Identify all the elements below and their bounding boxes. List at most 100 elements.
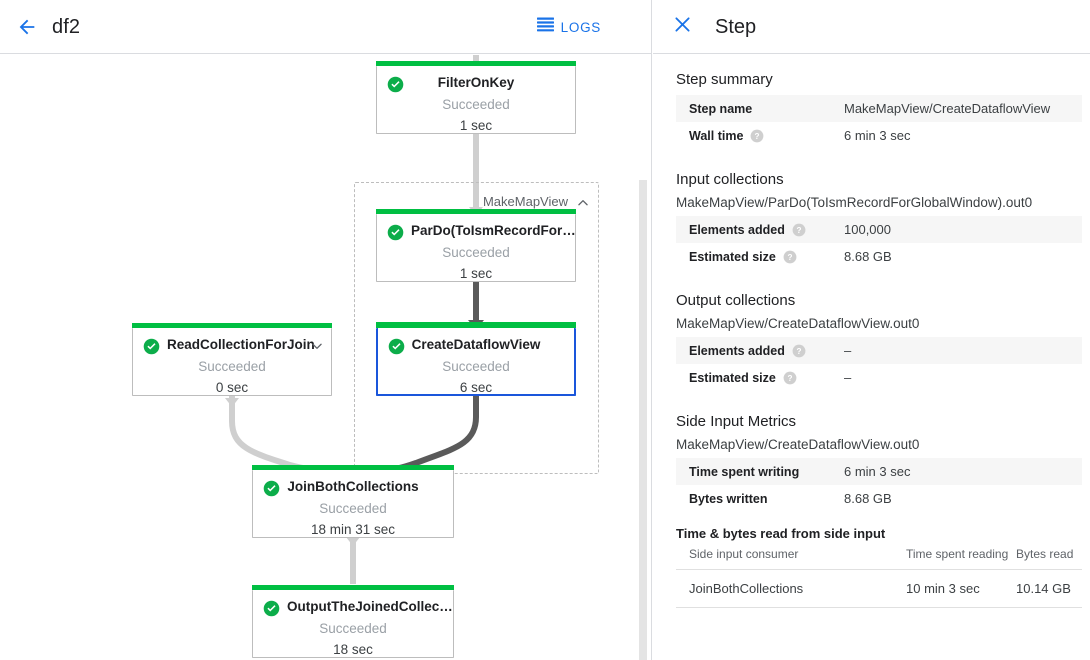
help-icon[interactable]: ? <box>783 250 797 264</box>
node-title: FilterOnKey <box>437 75 515 90</box>
check-circle-icon <box>388 338 405 355</box>
node-duration: 0 sec <box>215 380 249 395</box>
section-heading-step-summary: Step summary <box>676 71 773 88</box>
check-circle-icon <box>387 224 404 241</box>
node-duration: 6 sec <box>459 380 493 395</box>
arrow-left-icon <box>16 16 38 38</box>
node-duration: 1 sec <box>459 266 493 281</box>
table-header-row: Side input consumer Time spent reading B… <box>676 545 1082 570</box>
composite-step-makemapview[interactable]: MakeMapView <box>354 182 599 474</box>
help-icon[interactable]: ? <box>750 129 764 143</box>
node-status: Succeeded <box>442 359 510 374</box>
help-icon[interactable]: ? <box>783 371 797 385</box>
check-circle-icon <box>263 600 280 617</box>
column-header-bytes-read: Bytes read <box>1016 545 1082 570</box>
row-label-elements-added: Elements added? <box>676 216 844 243</box>
row-label-estimated-size: Estimated size? <box>676 364 844 391</box>
row-value-estimated-size: – <box>844 370 852 385</box>
cell-bytes-read: 10.14 GB <box>1016 569 1082 608</box>
column-header-side-input-consumer: Side input consumer <box>676 545 906 570</box>
panel-body: Step summary Step name MakeMapView/Creat… <box>653 55 1090 660</box>
row-value-step-name: MakeMapView/CreateDataflowView <box>844 101 1051 116</box>
table-row: Step name MakeMapView/CreateDataflowView <box>676 95 1082 122</box>
chevron-down-icon[interactable] <box>310 339 324 353</box>
graph-node-readcollectionforjoin[interactable]: ReadCollectionForJoin Succeeded 0 sec <box>132 323 332 396</box>
row-value-elements-added: 100,000 <box>844 222 891 237</box>
section-heading-output-collections: Output collections <box>676 292 796 309</box>
job-graph-pane: df2 LOGS <box>0 0 652 660</box>
section-heading-side-input-metrics: Side Input Metrics <box>676 413 797 430</box>
svg-text:?: ? <box>796 225 801 234</box>
chevron-up-icon[interactable] <box>576 196 590 210</box>
table-row: JoinBothCollections 10 min 3 sec 10.14 G… <box>676 569 1082 608</box>
row-label-wall-time: Wall time? <box>676 122 844 149</box>
graph-node-outputthejoinedcollection[interactable]: OutputTheJoinedCollec… Succeeded 18 sec <box>252 585 454 658</box>
column-header-time-spent-reading: Time spent reading <box>906 545 1016 570</box>
logs-button-label: LOGS <box>560 19 601 35</box>
table-row: Elements added? 100,000 <box>676 216 1082 243</box>
node-status-bar <box>376 61 576 66</box>
node-status-bar <box>252 465 454 470</box>
node-status: Succeeded <box>319 621 387 636</box>
logs-button[interactable]: LOGS <box>536 0 601 54</box>
node-title: JoinBothCollections <box>287 479 419 494</box>
svg-text:?: ? <box>787 252 792 261</box>
table-row: Estimated size? 8.68 GB <box>676 243 1082 270</box>
row-label-time-spent-writing: Time spent writing <box>689 464 800 479</box>
node-duration: 18 sec <box>333 642 373 657</box>
node-status: Succeeded <box>319 501 387 516</box>
help-icon[interactable]: ? <box>792 344 806 358</box>
panel-close-button[interactable] <box>663 8 701 46</box>
node-title: ParDo(ToIsmRecordFor… <box>411 223 575 238</box>
svg-text:?: ? <box>787 373 792 382</box>
step-details-panel: Step Step summary Step name MakeMapView/… <box>653 0 1090 660</box>
node-status-bar <box>376 209 576 214</box>
node-duration: 18 min 31 sec <box>310 522 396 537</box>
input-collection-name: MakeMapView/ParDo(ToIsmRecordForGlobalWi… <box>676 195 1033 210</box>
row-value-time-spent-writing: 6 min 3 sec <box>844 464 911 479</box>
check-circle-icon <box>387 76 404 93</box>
graph-node-createdataflowview[interactable]: CreateDataflowView Succeeded 6 sec <box>376 322 576 396</box>
check-circle-icon <box>263 480 280 497</box>
output-collection-name: MakeMapView/CreateDataflowView.out0 <box>676 316 920 331</box>
node-title: ReadCollectionForJoin <box>167 337 315 352</box>
back-button[interactable] <box>8 8 46 46</box>
node-status-bar <box>376 322 576 328</box>
row-label-step-name: Step name <box>689 101 753 116</box>
table-row: Wall time? 6 min 3 sec <box>676 122 1082 149</box>
row-value-estimated-size: 8.68 GB <box>844 249 892 264</box>
row-value-wall-time: 6 min 3 sec <box>844 128 911 143</box>
cell-side-input-consumer: JoinBothCollections <box>676 569 906 608</box>
node-title: CreateDataflowView <box>411 337 541 352</box>
node-status-bar <box>252 585 454 590</box>
table-row: Estimated size? – <box>676 364 1082 391</box>
panel-title: Step <box>715 15 757 38</box>
job-header: df2 LOGS <box>0 0 651 54</box>
output-collections-table: Elements added? – Estimated size? – <box>676 337 1082 391</box>
graph-node-pardo[interactable]: ParDo(ToIsmRecordFor… Succeeded 1 sec <box>376 209 576 282</box>
section-heading-input-collections: Input collections <box>676 171 784 188</box>
graph-vertical-scrollbar[interactable] <box>639 180 647 660</box>
graph-node-filteronkey[interactable]: FilterOnKey Succeeded 1 sec <box>376 61 576 134</box>
graph-node-joinbothcollections[interactable]: JoinBothCollections Succeeded 18 min 31 … <box>252 465 454 538</box>
step-summary-table: Step name MakeMapView/CreateDataflowView… <box>676 95 1082 149</box>
table-row: Elements added? – <box>676 337 1082 364</box>
node-status: Succeeded <box>442 97 510 112</box>
row-label-estimated-size: Estimated size? <box>676 243 844 270</box>
node-status-bar <box>132 323 332 328</box>
table-row: Bytes written 8.68 GB <box>676 485 1082 512</box>
node-title: OutputTheJoinedCollec… <box>287 599 453 614</box>
help-icon[interactable]: ? <box>792 223 806 237</box>
row-value-bytes-written: 8.68 GB <box>844 491 892 506</box>
side-input-collection-name: MakeMapView/CreateDataflowView.out0 <box>676 437 920 452</box>
side-input-read-table: Side input consumer Time spent reading B… <box>676 545 1082 608</box>
row-label-bytes-written: Bytes written <box>689 491 768 506</box>
table-row: Time spent writing 6 min 3 sec <box>676 458 1082 485</box>
row-value-elements-added: – <box>844 343 852 358</box>
side-input-read-table-title: Time & bytes read from side input <box>676 526 886 541</box>
job-graph-canvas[interactable]: MakeMapView FilterOnKey Succeeded <box>0 55 651 660</box>
svg-text:?: ? <box>755 131 760 140</box>
node-duration: 1 sec <box>459 118 493 133</box>
cell-time-spent-reading: 10 min 3 sec <box>906 569 1016 608</box>
